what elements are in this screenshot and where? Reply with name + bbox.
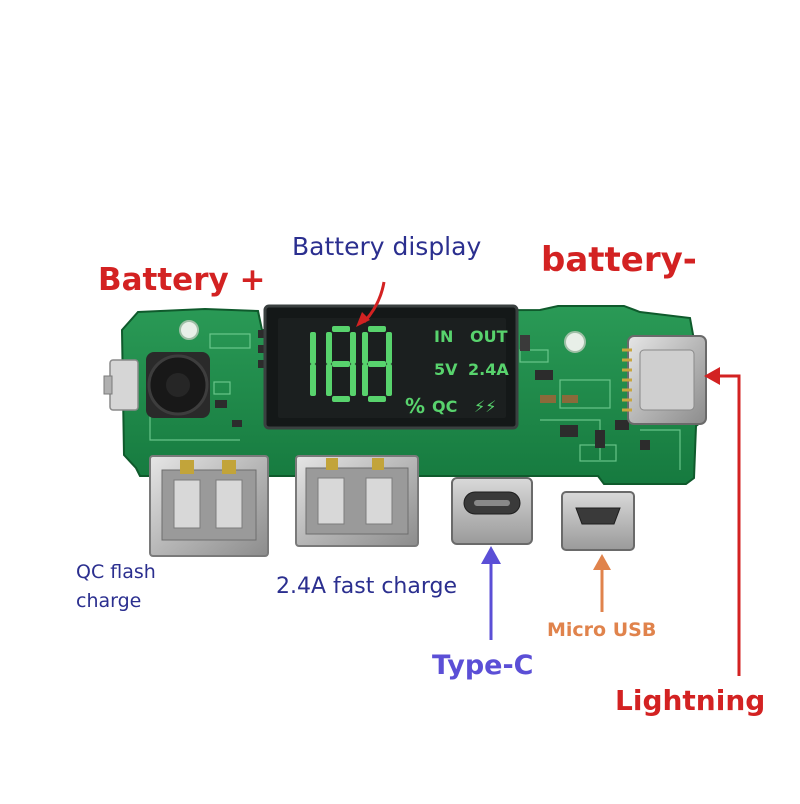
display-segments [310, 326, 392, 402]
display-in-label: IN [434, 327, 453, 346]
digit-2-segment-e [326, 364, 332, 396]
type-c-label: Type-C [432, 650, 534, 681]
micro-usb-port [561, 491, 635, 551]
battery-plus-label: Battery + [98, 262, 266, 298]
display-labels: IN OUT 5V 2.4A QC ⚡⚡ % [405, 327, 509, 418]
type-c-port [451, 477, 533, 545]
micro-usb-label: Micro USB [547, 619, 657, 641]
lightning-arrow [718, 374, 741, 676]
digit-3-segment-g [368, 361, 386, 367]
digit-3-segment-f [362, 332, 368, 364]
mount-hole-left [179, 320, 199, 340]
digit-2-segment-a [332, 326, 350, 332]
mount-hole-right [564, 331, 586, 353]
digit-2-segment-d [332, 396, 350, 402]
usb-a-port-fast [295, 455, 419, 547]
battery-display-label: Battery display [292, 232, 482, 261]
lightning-label: Lightning [615, 684, 766, 717]
fast-charge-label: 2.4A fast charge [276, 574, 458, 599]
digit-2-segment-b [350, 332, 356, 364]
usb-a-port-qc [149, 455, 269, 557]
digit-2-segment-c [350, 364, 356, 396]
display-percent: % [405, 394, 425, 418]
digit-2-segment-g [332, 361, 350, 367]
digit-3-segment-c [386, 364, 392, 396]
inductor-coil [146, 352, 210, 418]
side-switch [103, 359, 139, 411]
display-voltage: 5V [434, 360, 458, 379]
digit-1-segment-b [310, 332, 316, 364]
display-out-label: OUT [470, 327, 508, 346]
digit-1-segment-c [310, 364, 316, 396]
qc-flash-line2: charge [76, 590, 142, 612]
display-current: 2.4A [468, 360, 509, 379]
flash-icon: ⚡⚡ [474, 397, 496, 416]
lightning-port [622, 335, 707, 425]
digit-2-segment-f [326, 332, 332, 364]
digit-3-segment-b [386, 332, 392, 364]
battery-minus-label: battery- [541, 240, 697, 280]
digit-3-segment-d [368, 396, 386, 402]
qc-flash-line1: QC flash [76, 561, 156, 583]
digit-3-segment-e [362, 364, 368, 396]
display-qc-label: QC [432, 397, 457, 416]
callout-arrows [356, 281, 741, 676]
qc-flash-charge-label: QC flash charge [76, 558, 156, 616]
digit-3-segment-a [368, 326, 386, 332]
